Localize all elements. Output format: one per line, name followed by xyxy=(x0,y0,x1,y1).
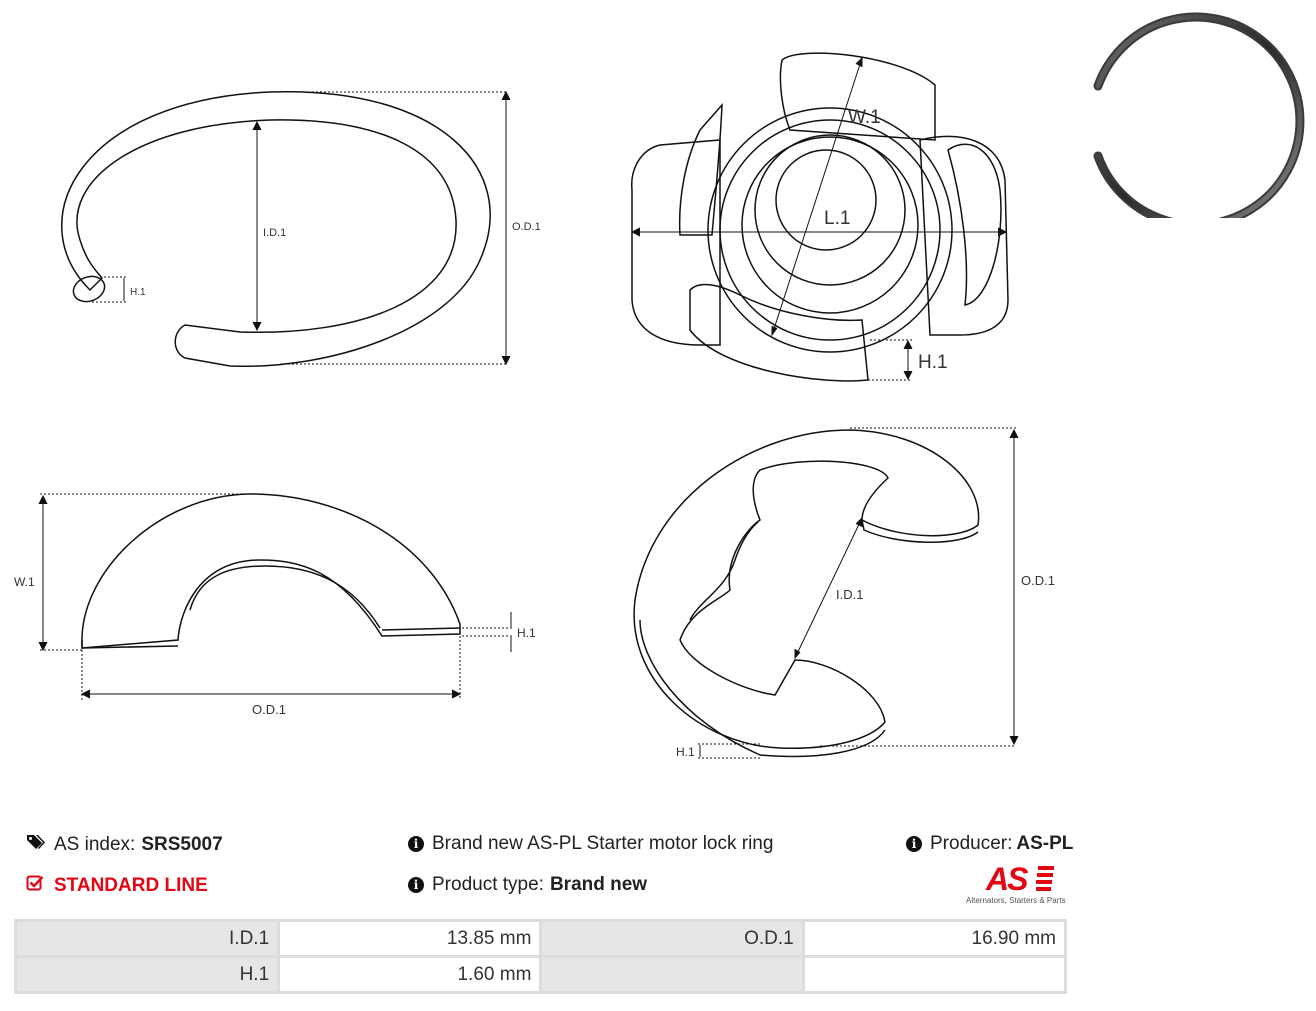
as-logo-mark: AS xyxy=(986,861,1028,897)
producer-row: i Producer: AS-PL xyxy=(906,833,1073,855)
product-type-value: Brand new xyxy=(549,874,648,895)
spec-value: 13.85 mm xyxy=(277,919,543,958)
as-index-value: SRS5007 xyxy=(141,834,223,855)
info-icon: i xyxy=(906,836,922,852)
clip-drawing xyxy=(633,427,1019,759)
ring-h-label: H.1 xyxy=(130,287,146,298)
standard-line-label: STANDARD LINE xyxy=(54,875,208,896)
spec-value: 16.90 mm xyxy=(801,919,1068,958)
producer-label: Producer: xyxy=(930,833,1013,854)
assembly-h-label: H.1 xyxy=(918,352,948,373)
assembly-drawing xyxy=(630,52,1009,382)
technical-drawings: I.D.1 O.D.1 H.1 W.1 L.1 H.1 W.1 O.D.1 H.… xyxy=(14,52,1055,759)
spec-label: H.1 xyxy=(13,955,281,994)
as-logo: AS Alternators, Starters & Parts xyxy=(962,862,1072,908)
info-icon: i xyxy=(408,836,424,852)
product-type-row: i Product type: Brand new xyxy=(408,874,647,896)
ring-drawing xyxy=(61,90,511,368)
clip-id-label: I.D.1 xyxy=(836,587,863,602)
clip-od-label: O.D.1 xyxy=(1021,573,1055,588)
description-row: i Brand new AS-PL Starter motor lock rin… xyxy=(408,833,773,855)
assembly-w-label: W.1 xyxy=(848,107,881,128)
ring-od-label: O.D.1 xyxy=(512,221,541,233)
as-index-row: AS index: SRS5007 xyxy=(26,833,223,857)
arc-profile-drawing xyxy=(38,493,514,700)
check-square-icon xyxy=(26,874,44,898)
spec-label xyxy=(539,955,805,994)
arc-h-label: H.1 xyxy=(517,626,536,640)
assembly-l-label: L.1 xyxy=(824,208,850,229)
as-logo-stripes-icon xyxy=(1036,866,1054,891)
spec-label: I.D.1 xyxy=(13,919,281,958)
tags-icon xyxy=(26,833,46,857)
spec-label: O.D.1 xyxy=(539,919,805,958)
table-row: H.1 1.60 mm xyxy=(13,955,1068,994)
ring-id-label: I.D.1 xyxy=(263,227,286,239)
info-icon: i xyxy=(408,877,424,893)
arc-w-label: W.1 xyxy=(14,575,35,589)
spec-value xyxy=(801,955,1068,994)
spec-value: 1.60 mm xyxy=(277,955,543,994)
spec-table: I.D.1 13.85 mm O.D.1 16.90 mm H.1 1.60 m… xyxy=(13,919,1068,994)
product-type-label: Product type: xyxy=(432,874,544,895)
arc-od-label: O.D.1 xyxy=(252,702,286,717)
producer-value: AS-PL xyxy=(1016,833,1074,854)
as-index-label: AS index: xyxy=(54,834,136,855)
description-text: Brand new AS-PL Starter motor lock ring xyxy=(432,833,774,854)
as-logo-tagline: Alternators, Starters & Parts xyxy=(966,896,1066,905)
product-photo xyxy=(1093,12,1305,218)
clip-h-label: H.1 xyxy=(676,745,695,759)
line-row: STANDARD LINE xyxy=(26,874,208,898)
table-row: I.D.1 13.85 mm O.D.1 16.90 mm xyxy=(13,919,1068,958)
